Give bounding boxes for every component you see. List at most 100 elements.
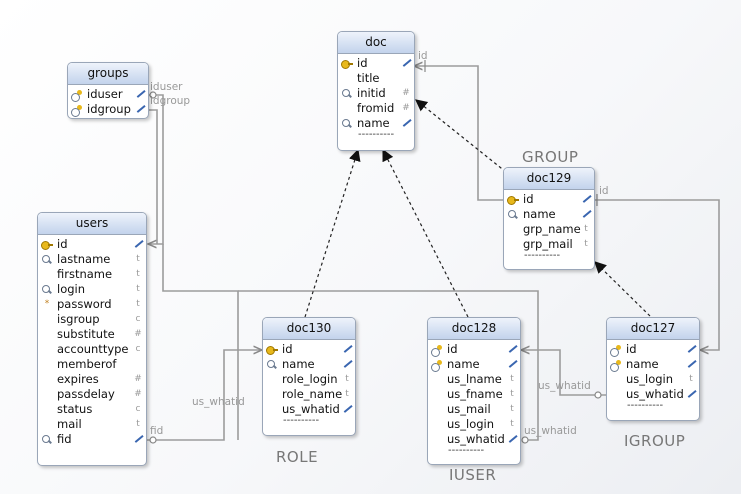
- field-name: us_fname: [447, 387, 503, 401]
- blank-icon: [41, 404, 53, 415]
- field-row: id: [263, 342, 355, 357]
- field-row: accounttype c: [38, 342, 146, 357]
- type-mark: c: [135, 314, 141, 324]
- blank-icon: [41, 374, 53, 385]
- field-row: title: [357, 71, 380, 85]
- field-row: name: [428, 357, 520, 372]
- type-mark: c: [135, 404, 141, 414]
- field-name: substitute: [57, 327, 115, 341]
- rel-users-doc130: [147, 350, 262, 441]
- type-mark: t: [689, 374, 693, 384]
- blank-icon: [266, 374, 278, 385]
- field-name: accounttype: [57, 342, 129, 356]
- entity-users-title: users: [38, 213, 146, 235]
- field-row: iduser: [68, 87, 148, 102]
- field-name: grp_name: [523, 222, 581, 236]
- rel-label-fid: fid: [150, 425, 164, 437]
- entity-doc-title: doc: [338, 32, 414, 54]
- field-row: us_whatid: [607, 387, 699, 402]
- type-mark: t: [136, 419, 140, 429]
- rel-label-id-doc: id: [418, 50, 428, 62]
- entity-doc130-title: doc130: [263, 318, 355, 340]
- dashes: ----------: [283, 415, 320, 426]
- index-icon: [41, 434, 53, 445]
- foreign-key-icon: [431, 344, 443, 357]
- field-name: us_whatid: [447, 432, 505, 446]
- field-row: passdelay#: [38, 387, 146, 402]
- field-row: name: [504, 207, 594, 222]
- rel-groups-users: [147, 94, 164, 244]
- rel-doc129-doc: [414, 66, 505, 201]
- field-name: id: [447, 342, 458, 356]
- blank-icon: [610, 374, 622, 385]
- type-mark: t: [345, 374, 349, 384]
- field-name: firstname: [57, 267, 113, 281]
- required-icon: *: [44, 299, 50, 309]
- blank-icon: [266, 404, 278, 415]
- inherit-doc127-doc129: [594, 261, 651, 317]
- field-name: isgroup: [57, 312, 100, 326]
- field-name: us_whatid: [626, 387, 684, 401]
- field-row: id: [428, 342, 520, 357]
- field-name: id: [626, 342, 637, 356]
- field-row: id: [504, 192, 594, 207]
- inherit-doc129-doc: [415, 99, 507, 173]
- rel-users-line: [162, 244, 239, 440]
- dashes: ----------: [358, 129, 395, 140]
- field-name: us_lname: [447, 372, 502, 386]
- rel-doc128-users: [238, 290, 539, 441]
- field-name: us_whatid: [282, 402, 340, 416]
- entity-groups[interactable]: groups iduser idgroup: [67, 62, 149, 119]
- blank-icon: [41, 329, 53, 340]
- entity-doc129-title: doc129: [504, 168, 594, 190]
- field-row: id: [338, 56, 414, 71]
- type-mark: c: [135, 344, 141, 354]
- primary-key-icon: [41, 239, 53, 250]
- field-row: isgroup c: [38, 312, 146, 327]
- field-name: status: [57, 402, 93, 416]
- rel-label-id-doc129: id: [599, 185, 609, 197]
- field-row: us_whatid: [428, 432, 520, 447]
- field-name: fid: [57, 432, 72, 446]
- field-row: fromid#: [357, 101, 410, 115]
- entity-doc127-title: doc127: [607, 318, 699, 340]
- foreign-key-icon: [610, 359, 622, 372]
- type-mark: #: [134, 374, 142, 384]
- blank-icon: [41, 269, 53, 280]
- blank-icon: [507, 224, 519, 235]
- group-label-igroup: IGROUP: [624, 432, 686, 450]
- rel-label-us-whatid-128: us_whatid: [524, 425, 577, 437]
- blank-icon: [41, 359, 53, 370]
- type-mark: t: [584, 224, 588, 234]
- blank-icon: [431, 389, 443, 400]
- index-icon: [41, 284, 53, 295]
- rel-label-idgroup: idgroup: [150, 95, 191, 107]
- blank-icon: [431, 434, 443, 445]
- field-name: passdelay: [57, 387, 115, 401]
- blank-icon: [507, 239, 519, 250]
- rel-label-iduser: iduser: [150, 81, 183, 93]
- field-row: fid: [38, 432, 146, 447]
- primary-key-icon: [266, 344, 278, 355]
- field-row: us_whatid: [263, 402, 355, 417]
- entity-doc[interactable]: doc id title initid# fromid# name ------…: [337, 31, 415, 151]
- type-mark: t: [136, 254, 140, 264]
- blank-icon: [431, 419, 443, 430]
- dashes: ----------: [627, 400, 664, 411]
- field-row: expires#: [38, 372, 146, 387]
- field-row: idgroup: [68, 102, 148, 117]
- field-name: login: [57, 282, 86, 296]
- index-icon: [341, 118, 353, 129]
